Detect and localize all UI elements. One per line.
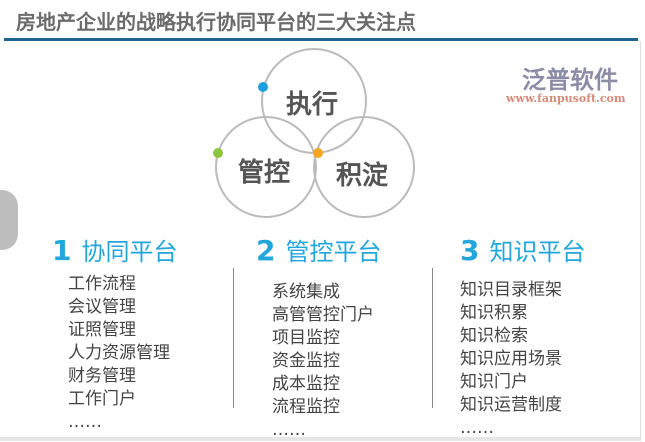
- list-item: ……: [68, 412, 102, 432]
- list-item: 知识门户: [460, 372, 528, 392]
- watermark-url: www.fanpusoft.com: [506, 92, 626, 105]
- list-item: 证照管理: [68, 320, 136, 340]
- list-item: ……: [272, 420, 306, 440]
- list-item: 流程监控: [272, 397, 340, 417]
- circle-label-right: 积淀: [336, 161, 389, 191]
- list-item: 资金监控: [272, 351, 340, 371]
- circle-label-top: 执行: [286, 90, 339, 120]
- column-number: 2: [256, 234, 276, 267]
- column-heading: 知识平台: [489, 238, 586, 266]
- slide-frame: [0, 42, 641, 441]
- dot-blue: [258, 82, 268, 92]
- circle-label-left: 管控: [238, 158, 291, 188]
- list-item: 系统集成: [272, 282, 340, 302]
- watermark-logo: 泛普软件: [522, 66, 618, 94]
- list-item: 财务管理: [68, 366, 136, 386]
- circle-left: [215, 116, 317, 218]
- list-item: 项目监控: [272, 328, 340, 348]
- list-item: 知识目录框架: [460, 280, 562, 300]
- list-item: 高管管控门户: [272, 305, 374, 325]
- side-tab[interactable]: [0, 190, 18, 250]
- column-number: 1: [52, 234, 72, 267]
- column-heading: 协同平台: [81, 238, 178, 266]
- list-item: 知识应用场景: [460, 349, 562, 369]
- list-item: 人力资源管理: [68, 343, 170, 363]
- divider: [432, 268, 433, 408]
- list-item: 会议管理: [68, 297, 136, 317]
- dot-orange: [313, 148, 323, 158]
- circle-right: [313, 116, 415, 218]
- list-item: 知识运营制度: [460, 395, 562, 415]
- list-item: 知识积累: [460, 303, 528, 323]
- column-knowledge: 3 知识平台 知识目录框架 知识积累 知识检索 知识应用场景 知识门户 知识运营制…: [460, 232, 585, 440]
- list-item: ……: [460, 418, 494, 438]
- dot-green: [213, 148, 223, 158]
- column-number: 3: [460, 234, 480, 267]
- column-heading: 管控平台: [285, 238, 382, 266]
- title-rule: [4, 38, 638, 41]
- page-title: 房地产企业的战略执行协同平台的三大关注点: [16, 10, 416, 34]
- list-item: 工作门户: [68, 389, 136, 409]
- column-collaboration: 1 协同平台 工作流程 会议管理 证照管理 人力资源管理 财务管理 工作门户 ……: [52, 232, 177, 434]
- divider: [233, 268, 234, 408]
- list-item: 成本监控: [272, 374, 340, 394]
- list-item: 工作流程: [68, 274, 136, 294]
- list-item: 知识检索: [460, 326, 528, 346]
- column-control: 2 管控平台 系统集成 高管管控门户 项目监控 资金监控 成本监控 流程监控 ……: [256, 232, 381, 442]
